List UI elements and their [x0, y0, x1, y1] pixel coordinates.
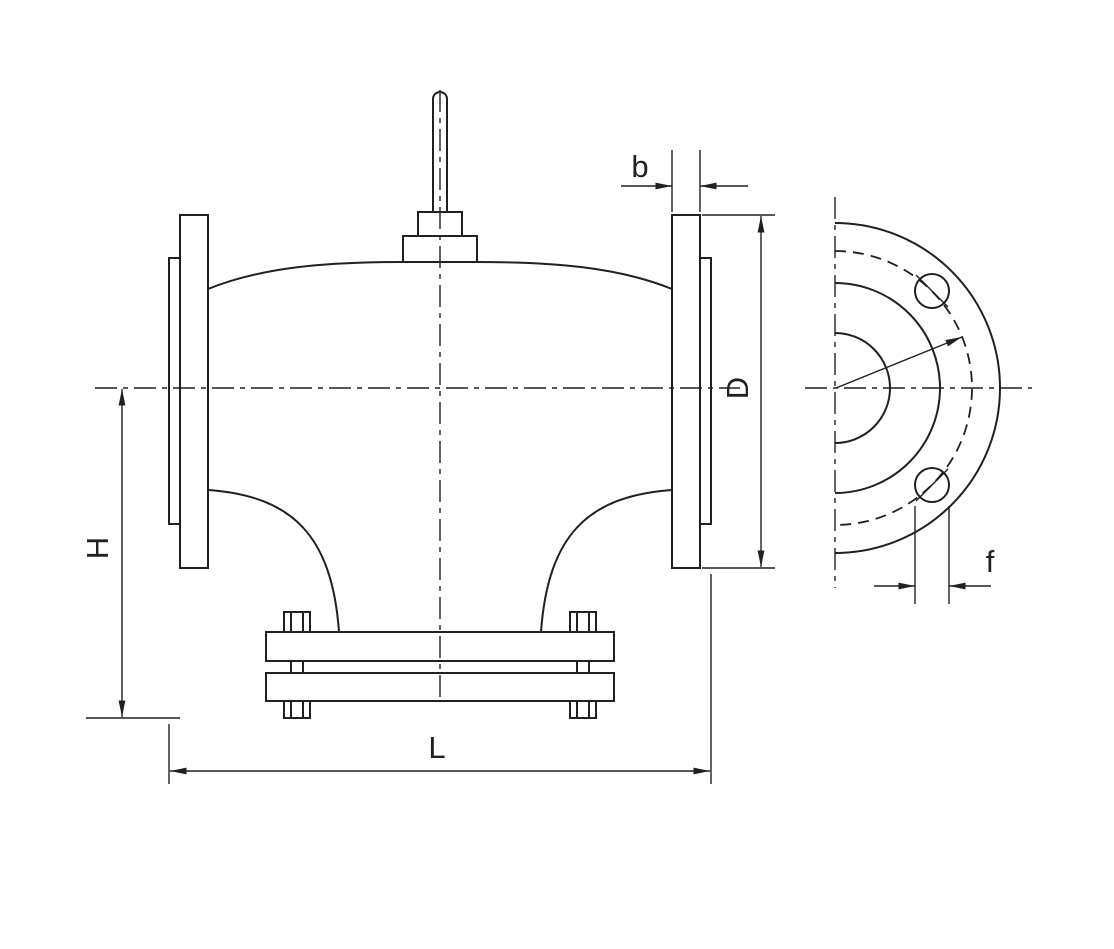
- bonnet-block: [402, 235, 478, 263]
- nut-body: [569, 611, 597, 633]
- dimension-L: L: [168, 574, 712, 784]
- nut-body: [569, 700, 597, 719]
- nut-body: [283, 700, 311, 719]
- dimension-label-D: D: [720, 377, 755, 399]
- left-flange: [168, 214, 209, 569]
- right-flange-body: [671, 214, 701, 569]
- body-top-right-curve: [476, 261, 673, 290]
- bottom-cover-lower-plate: [265, 672, 615, 702]
- dimension-label-H: H: [80, 537, 115, 559]
- dimension-label-f: f: [986, 544, 995, 579]
- front-view: [86, 91, 712, 719]
- bottom-bolt-hole-mark: [915, 468, 949, 502]
- bolt-circle-arc: [834, 250, 973, 526]
- right-top-nut: [569, 611, 597, 633]
- nut-body: [283, 611, 311, 633]
- right-bottom-nut: [569, 700, 597, 719]
- body-bottom-left-curve: [207, 489, 340, 633]
- dimension-label-L: L: [428, 730, 445, 765]
- valve-stem: [402, 91, 478, 263]
- right-flange-face: [699, 257, 712, 525]
- top-bolt-hole-mark: [915, 274, 949, 308]
- dimension-D: D: [702, 214, 775, 569]
- raised-face-arc: [834, 282, 941, 494]
- valve-body: [207, 261, 673, 633]
- left-top-nut: [283, 611, 311, 633]
- dimension-label-b: b: [631, 149, 648, 184]
- bolt-circle-radius-arrow: [835, 336, 963, 389]
- left-flange-face: [168, 257, 181, 525]
- stem-rod: [432, 91, 448, 212]
- top-bolt-hole: [914, 273, 950, 309]
- body-bottom-right-curve: [540, 489, 673, 633]
- bottom-cover-upper-plate: [265, 631, 615, 662]
- bottom-cover-assembly: [265, 611, 615, 719]
- centerlines: [95, 90, 1032, 697]
- dimension-b: b: [621, 149, 748, 212]
- end-view: [834, 222, 1001, 554]
- bottom-bolt-hole: [914, 467, 950, 503]
- left-flange-body: [179, 214, 209, 569]
- bore-arc: [834, 332, 891, 444]
- body-top-left-curve: [207, 261, 404, 290]
- dimensions: b D H L f: [80, 149, 995, 784]
- dimension-H: H: [80, 389, 126, 717]
- dimension-f: f: [874, 506, 995, 604]
- flange-outer-arc: [834, 222, 1001, 554]
- right-flange: [671, 214, 712, 569]
- left-bottom-nut: [283, 700, 311, 719]
